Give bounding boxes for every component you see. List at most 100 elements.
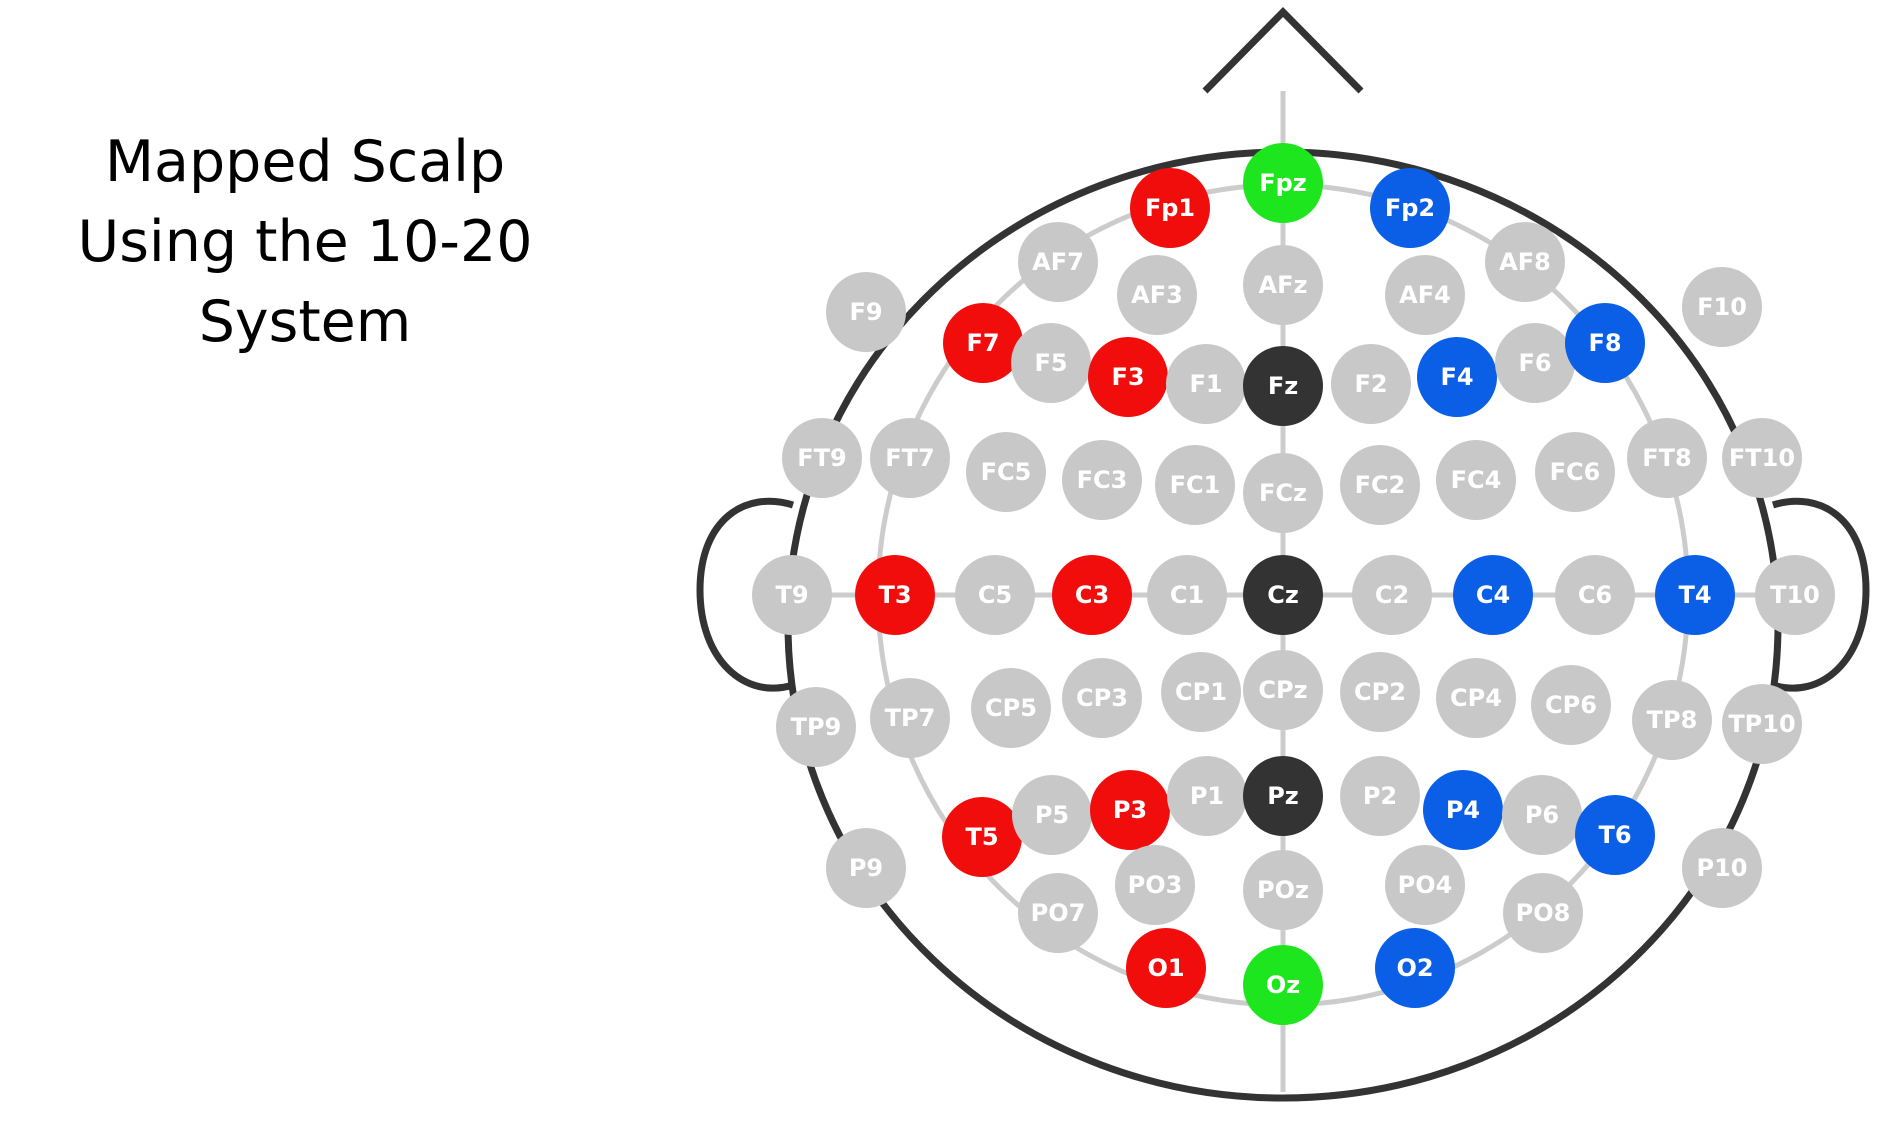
electrode-marker bbox=[1243, 945, 1323, 1025]
title-line-2: Using the 10-20 bbox=[77, 209, 533, 275]
electrode-label: PO3 bbox=[1128, 871, 1183, 899]
electrode-marker bbox=[1147, 555, 1227, 635]
electrode-marker bbox=[1117, 255, 1197, 335]
electrode-p4: P4 bbox=[1423, 770, 1503, 850]
electrode-label: C1 bbox=[1170, 581, 1204, 609]
electrode-marker bbox=[1565, 303, 1645, 383]
electrode-p2: P2 bbox=[1340, 756, 1420, 836]
electrode-label: CP2 bbox=[1354, 678, 1406, 706]
electrode-label: P4 bbox=[1446, 796, 1480, 824]
electrode-marker bbox=[1088, 337, 1168, 417]
electrode-fpz: Fpz bbox=[1243, 143, 1323, 223]
electrode-marker bbox=[1161, 652, 1241, 732]
electrode-marker bbox=[942, 797, 1022, 877]
electrode-label: P6 bbox=[1525, 801, 1559, 829]
electrode-marker bbox=[782, 418, 862, 498]
electrode-marker bbox=[1632, 680, 1712, 760]
electrode-label: F8 bbox=[1588, 329, 1621, 357]
electrode-label: TP8 bbox=[1647, 706, 1698, 734]
electrode-t5: T5 bbox=[942, 797, 1022, 877]
electrode-fp1: Fp1 bbox=[1130, 168, 1210, 248]
electrode-label: Pz bbox=[1267, 782, 1299, 810]
electrode-label: AF8 bbox=[1499, 248, 1551, 276]
electrode-marker bbox=[1340, 445, 1420, 525]
electrode-label: CP3 bbox=[1076, 684, 1128, 712]
electrode-label: C2 bbox=[1375, 581, 1409, 609]
electrode-cp5: CP5 bbox=[971, 668, 1051, 748]
electrode-oz: Oz bbox=[1243, 945, 1323, 1025]
electrode-t4: T4 bbox=[1655, 555, 1735, 635]
electrode-cz: Cz bbox=[1243, 555, 1323, 635]
electrode-label: P1 bbox=[1190, 782, 1224, 810]
electrode-marker bbox=[1243, 346, 1323, 426]
electrode-f9: F9 bbox=[826, 272, 906, 352]
electrode-marker bbox=[1453, 555, 1533, 635]
electrode-o1: O1 bbox=[1126, 928, 1206, 1008]
electrode-t10: T10 bbox=[1755, 555, 1835, 635]
electrode-marker bbox=[1166, 344, 1246, 424]
electrode-label: Fp1 bbox=[1145, 194, 1195, 222]
electrode-label: F6 bbox=[1518, 349, 1551, 377]
electrode-marker bbox=[955, 555, 1035, 635]
electrode-label: CP4 bbox=[1450, 684, 1502, 712]
electrode-marker bbox=[1340, 756, 1420, 836]
electrode-label: F3 bbox=[1111, 363, 1144, 391]
electrode-fc4: FC4 bbox=[1436, 440, 1516, 520]
electrode-marker bbox=[1243, 650, 1323, 730]
electrode-p6: P6 bbox=[1502, 775, 1582, 855]
diagram-title: Mapped Scalp Using the 10-20 System bbox=[30, 122, 580, 362]
electrode-marker bbox=[966, 432, 1046, 512]
electrode-t3: T3 bbox=[855, 555, 935, 635]
electrode-ft9: FT9 bbox=[782, 418, 862, 498]
electrode-marker bbox=[1535, 432, 1615, 512]
electrode-fc6: FC6 bbox=[1535, 432, 1615, 512]
electrode-afz: AFz bbox=[1243, 245, 1323, 325]
electrode-label: P2 bbox=[1363, 782, 1397, 810]
electrode-fc5: FC5 bbox=[966, 432, 1046, 512]
electrode-label: AF7 bbox=[1032, 248, 1084, 276]
electrode-marker bbox=[1436, 440, 1516, 520]
electrode-marker bbox=[1682, 267, 1762, 347]
electrode-marker bbox=[1555, 555, 1635, 635]
electrode-marker bbox=[1011, 323, 1091, 403]
electrode-label: TP7 bbox=[885, 704, 936, 732]
electrode-marker bbox=[776, 687, 856, 767]
electrode-marker bbox=[1243, 555, 1323, 635]
electrode-tp10: TP10 bbox=[1722, 684, 1802, 764]
electrode-marker bbox=[1436, 658, 1516, 738]
electrode-o2: O2 bbox=[1375, 928, 1455, 1008]
electrode-marker bbox=[1052, 555, 1132, 635]
electrode-label: AFz bbox=[1259, 271, 1308, 299]
electrode-po8: PO8 bbox=[1503, 873, 1583, 953]
electrode-marker bbox=[1722, 684, 1802, 764]
electrode-f3: F3 bbox=[1088, 337, 1168, 417]
electrode-label: T9 bbox=[775, 581, 808, 609]
electrode-p9: P9 bbox=[826, 828, 906, 908]
electrode-fz: Fz bbox=[1243, 346, 1323, 426]
electrode-marker bbox=[1130, 168, 1210, 248]
electrode-label: CP6 bbox=[1545, 691, 1597, 719]
electrode-label: CP5 bbox=[985, 694, 1037, 722]
electrode-marker bbox=[1090, 770, 1170, 850]
electrode-label: FC6 bbox=[1550, 458, 1601, 486]
electrode-label: PO8 bbox=[1516, 899, 1571, 927]
electrode-marker bbox=[1417, 337, 1497, 417]
electrode-t6: T6 bbox=[1575, 795, 1655, 875]
electrode-po3: PO3 bbox=[1115, 845, 1195, 925]
electrode-label: FC3 bbox=[1077, 466, 1128, 494]
electrode-f1: F1 bbox=[1166, 344, 1246, 424]
electrode-c1: C1 bbox=[1147, 555, 1227, 635]
electrode-marker bbox=[752, 555, 832, 635]
electrode-label: C6 bbox=[1578, 581, 1612, 609]
electrode-marker bbox=[1682, 828, 1762, 908]
electrode-ft7: FT7 bbox=[870, 418, 950, 498]
electrode-af3: AF3 bbox=[1117, 255, 1197, 335]
electrode-f8: F8 bbox=[1565, 303, 1645, 383]
electrode-label: PO7 bbox=[1031, 899, 1086, 927]
electrode-marker bbox=[855, 555, 935, 635]
electrode-cp3: CP3 bbox=[1062, 658, 1142, 738]
electrode-label: FCz bbox=[1259, 479, 1307, 507]
electrode-label: T6 bbox=[1598, 821, 1631, 849]
electrode-marker bbox=[1243, 453, 1323, 533]
